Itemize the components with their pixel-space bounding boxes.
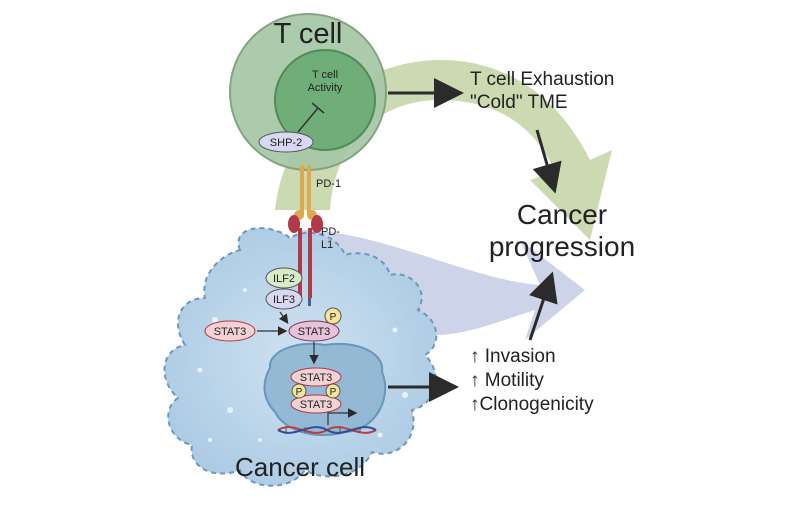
ilf2-node <box>265 267 303 289</box>
arrow-effects-to-progression <box>528 271 558 341</box>
stat3-phos-label: STAT3 <box>298 326 331 338</box>
stat3-phos-node <box>288 320 340 342</box>
nuclear-stat3-top <box>290 367 342 387</box>
arrow-exhaustion-to-progression <box>532 129 562 194</box>
pdl1-label-line2: L1 <box>321 239 333 251</box>
dna-helix <box>277 426 377 434</box>
ilf2-label: ILF2 <box>273 273 295 285</box>
nuclear-stat3-bottom <box>290 394 342 414</box>
progression-line2: progression <box>489 231 635 262</box>
phospho-p-label: P <box>330 312 337 323</box>
inhibition-line <box>297 107 319 133</box>
effect-motility: ↑ Motility <box>470 370 544 391</box>
nuclear-p-right <box>325 383 341 399</box>
shp2-node <box>258 131 314 153</box>
cytoplasm-speckles <box>197 288 408 442</box>
phospho-p-node <box>324 307 342 325</box>
t-cell-title: T cell <box>274 18 343 50</box>
exhaustion-line2: "Cold" TME <box>470 92 568 113</box>
exhaustion-line1: T cell Exhaustion <box>470 69 614 90</box>
inhibition-bar <box>311 102 325 114</box>
nuclear-stat3-bottom-label: STAT3 <box>300 399 333 411</box>
t-cell-inner <box>274 49 376 151</box>
nuclear-p-right-label: P <box>330 387 337 398</box>
effect-clonogenicity: ↑Clonogenicity <box>470 394 594 415</box>
stat3-free-node <box>204 320 256 342</box>
transcription-arrow <box>327 408 358 425</box>
shp2-label: SHP-2 <box>270 137 302 149</box>
effect-invasion: ↑ Invasion <box>470 346 556 367</box>
nuclear-p-left <box>291 383 307 399</box>
arrow-ilf-to-stat3 <box>278 311 289 324</box>
t-cell-activity-line1: T cell <box>312 69 338 81</box>
nuclear-stat3-top-label: STAT3 <box>300 372 333 384</box>
progression-line1: Cancer <box>517 199 607 230</box>
nuclear-p-left-label: P <box>296 387 303 398</box>
ilf3-node <box>265 288 303 310</box>
t-cell-activity-line2: Activity <box>308 82 343 94</box>
pdl1-label-line1: PD- <box>321 226 340 238</box>
cancer-cell-title: Cancer cell <box>235 452 365 482</box>
pd1-label: PD-1 <box>316 178 341 190</box>
ilf3-label: ILF3 <box>273 294 295 306</box>
nucleus <box>263 342 387 436</box>
stat3-free-label: STAT3 <box>214 326 247 338</box>
